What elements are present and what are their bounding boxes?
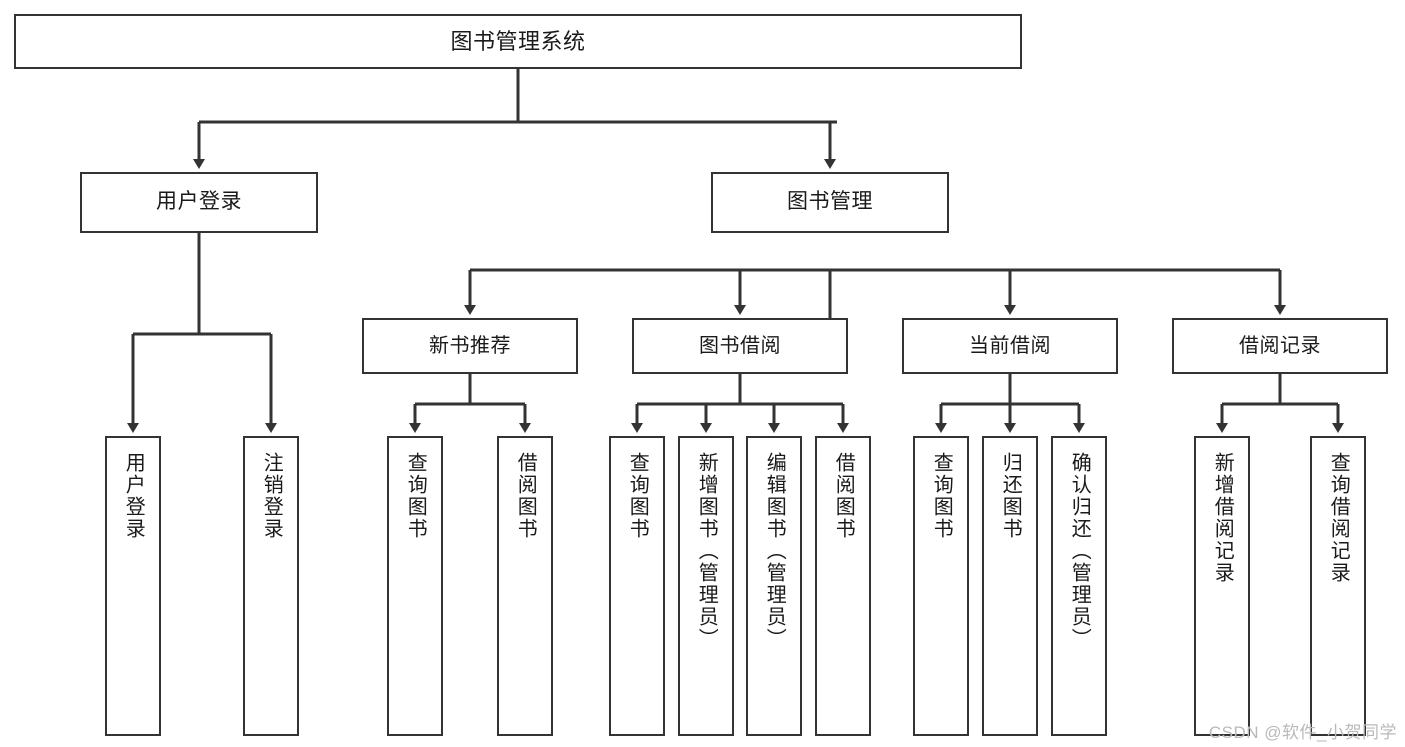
node-user-login[interactable]: 用户登录 <box>80 172 318 233</box>
node-new-book-recommend[interactable]: 新书推荐 <box>362 318 578 374</box>
leaf-book-borrow-edit[interactable]: 编辑图书（管理员） <box>746 436 802 736</box>
leaf-new-book-borrow[interactable]: 借阅图书 <box>497 436 553 736</box>
leaf-user-login-signout[interactable]: 注销登录 <box>243 436 299 736</box>
node-label: 借阅图书 <box>832 452 855 540</box>
node-book-management[interactable]: 图书管理 <box>711 172 949 233</box>
watermark: CSDN @软件_小贺同学 <box>1208 723 1397 742</box>
node-label: 查询图书 <box>626 452 649 540</box>
node-label: 用户登录 <box>156 190 242 214</box>
leaf-book-borrow-add[interactable]: 新增图书（管理员） <box>678 436 734 736</box>
node-label: 图书借阅 <box>699 334 781 357</box>
leaf-borrow-record-add[interactable]: 新增借阅记录 <box>1194 436 1250 736</box>
node-label: 查询图书 <box>404 452 427 540</box>
node-label: 借阅记录 <box>1239 334 1321 357</box>
node-current-borrow[interactable]: 当前借阅 <box>902 318 1118 374</box>
leaf-borrow-record-query[interactable]: 查询借阅记录 <box>1310 436 1366 736</box>
node-label: 编辑图书（管理员） <box>763 452 786 650</box>
leaf-user-login-signin[interactable]: 用户登录 <box>105 436 161 736</box>
leaf-current-borrow-query[interactable]: 查询图书 <box>913 436 969 736</box>
node-label: 图书管理 <box>787 190 873 214</box>
node-label: 注销登录 <box>260 452 283 540</box>
leaf-book-borrow-query[interactable]: 查询图书 <box>609 436 665 736</box>
leaf-current-borrow-return[interactable]: 归还图书 <box>982 436 1038 736</box>
node-label: 确认归还（管理员） <box>1068 452 1091 650</box>
node-label: 当前借阅 <box>969 334 1051 357</box>
node-borrow-record[interactable]: 借阅记录 <box>1172 318 1388 374</box>
node-label: 用户登录 <box>122 452 145 540</box>
leaf-book-borrow-borrow[interactable]: 借阅图书 <box>815 436 871 736</box>
leaf-current-borrow-confirm-return[interactable]: 确认归还（管理员） <box>1051 436 1107 736</box>
node-root-system[interactable]: 图书管理系统 <box>14 14 1022 69</box>
leaf-new-book-query[interactable]: 查询图书 <box>387 436 443 736</box>
node-label: 查询借阅记录 <box>1327 452 1350 584</box>
node-label: 借阅图书 <box>514 452 537 540</box>
node-label: 新增图书（管理员） <box>695 452 718 650</box>
node-label: 归还图书 <box>999 452 1022 540</box>
node-book-borrow[interactable]: 图书借阅 <box>632 318 848 374</box>
node-label: 新增借阅记录 <box>1211 452 1234 584</box>
node-label: 新书推荐 <box>429 334 511 357</box>
node-label: 查询图书 <box>930 452 953 540</box>
node-label: 图书管理系统 <box>450 28 586 54</box>
